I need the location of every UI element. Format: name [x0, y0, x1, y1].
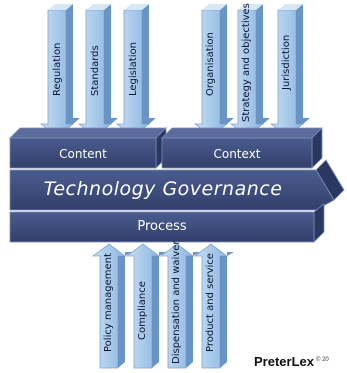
brand-name: PreterLex — [254, 354, 314, 369]
policy-management-arrow — [91, 243, 132, 369]
governance-arrow — [9, 159, 345, 211]
policy-management-label: Policy management — [103, 253, 114, 352]
content-label: Content — [59, 147, 107, 161]
governance-title: Technology Governance — [43, 178, 283, 200]
process-arrows — [91, 243, 234, 369]
jurisdiction-label: Jurisdiction — [281, 34, 292, 90]
context-arrows — [193, 4, 310, 137]
organisation-label: Organisation — [205, 32, 216, 96]
context-label: Context — [213, 147, 261, 161]
brand-logo: PreterLex© 20 — [254, 354, 329, 369]
dispensation-label: Dispensation and waiver — [171, 240, 182, 364]
context-block — [161, 127, 323, 169]
product-service-arrow — [193, 243, 234, 369]
strategy-label: Strategy and objectives — [241, 3, 252, 122]
content-arrows — [39, 4, 156, 137]
compliance-label: Compliance — [137, 281, 148, 340]
compliance-arrow — [125, 243, 166, 369]
regulation-label: Regulation — [52, 42, 63, 96]
strategy-arrow — [229, 4, 270, 137]
process-block — [9, 203, 325, 243]
brand-mark: © 20 — [315, 356, 329, 363]
dispensation-arrow — [159, 243, 200, 369]
product-service-label: Product and service — [205, 253, 216, 352]
standards-label: Standards — [90, 45, 101, 96]
standards-arrow — [77, 4, 118, 137]
process-label: Process — [137, 219, 187, 234]
legislation-label: Legislation — [128, 42, 139, 96]
content-block — [9, 127, 167, 169]
